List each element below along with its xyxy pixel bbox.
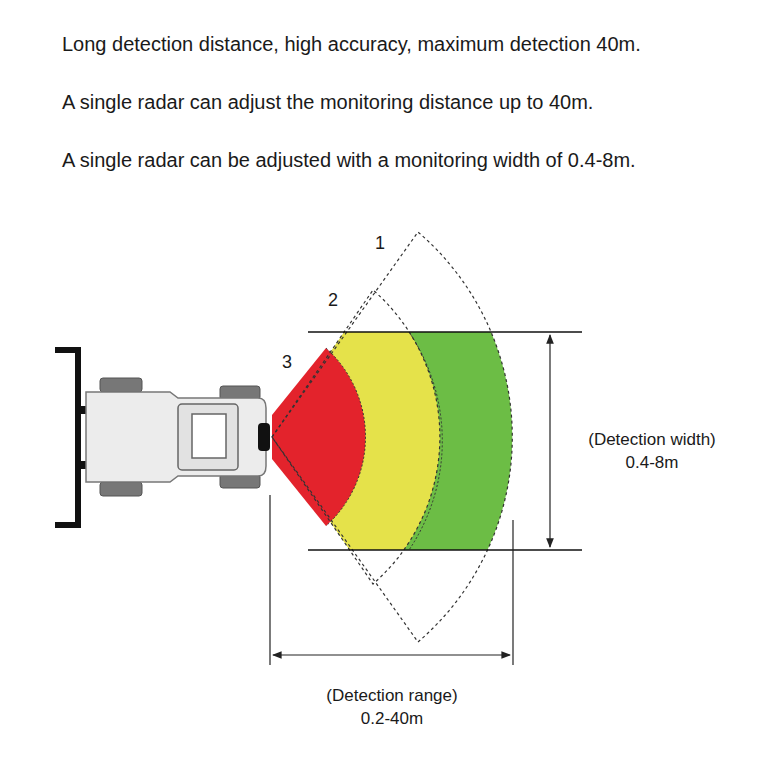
dimension-value: 0.4-8m xyxy=(626,453,679,473)
range-arrow xyxy=(273,654,510,655)
callout-number: 3 xyxy=(282,352,292,374)
headline: A single radar can be adjusted with a mo… xyxy=(62,148,636,172)
fork-carriage xyxy=(55,350,78,525)
callout-number: 2 xyxy=(328,290,338,312)
guide xyxy=(345,329,409,544)
dimension-value: 0.2-40m xyxy=(361,709,423,729)
dimension-label: (Detection range) xyxy=(326,686,457,706)
sector-outline xyxy=(272,290,440,584)
width-line xyxy=(308,331,582,333)
callout-number: 1 xyxy=(375,233,385,255)
width-line xyxy=(308,549,582,551)
dimension-label: (Detection width) xyxy=(588,430,716,450)
cab xyxy=(178,404,238,470)
width-arrow xyxy=(549,335,550,547)
red-zone xyxy=(272,348,366,526)
green-zone xyxy=(272,332,512,550)
headline: A single radar can adjust the monitoring… xyxy=(62,90,593,114)
wheel xyxy=(100,378,142,392)
headline: Long detection distance, high accuracy, … xyxy=(62,32,641,56)
cab-window xyxy=(192,414,226,458)
range-tick xyxy=(512,520,513,665)
sector-outline xyxy=(272,232,512,642)
forklift-body xyxy=(86,392,266,482)
radar-sensor xyxy=(258,423,270,451)
wheel xyxy=(100,482,142,496)
red-arc xyxy=(326,348,366,526)
range-tick xyxy=(269,495,270,665)
yellow-zone xyxy=(272,332,440,550)
